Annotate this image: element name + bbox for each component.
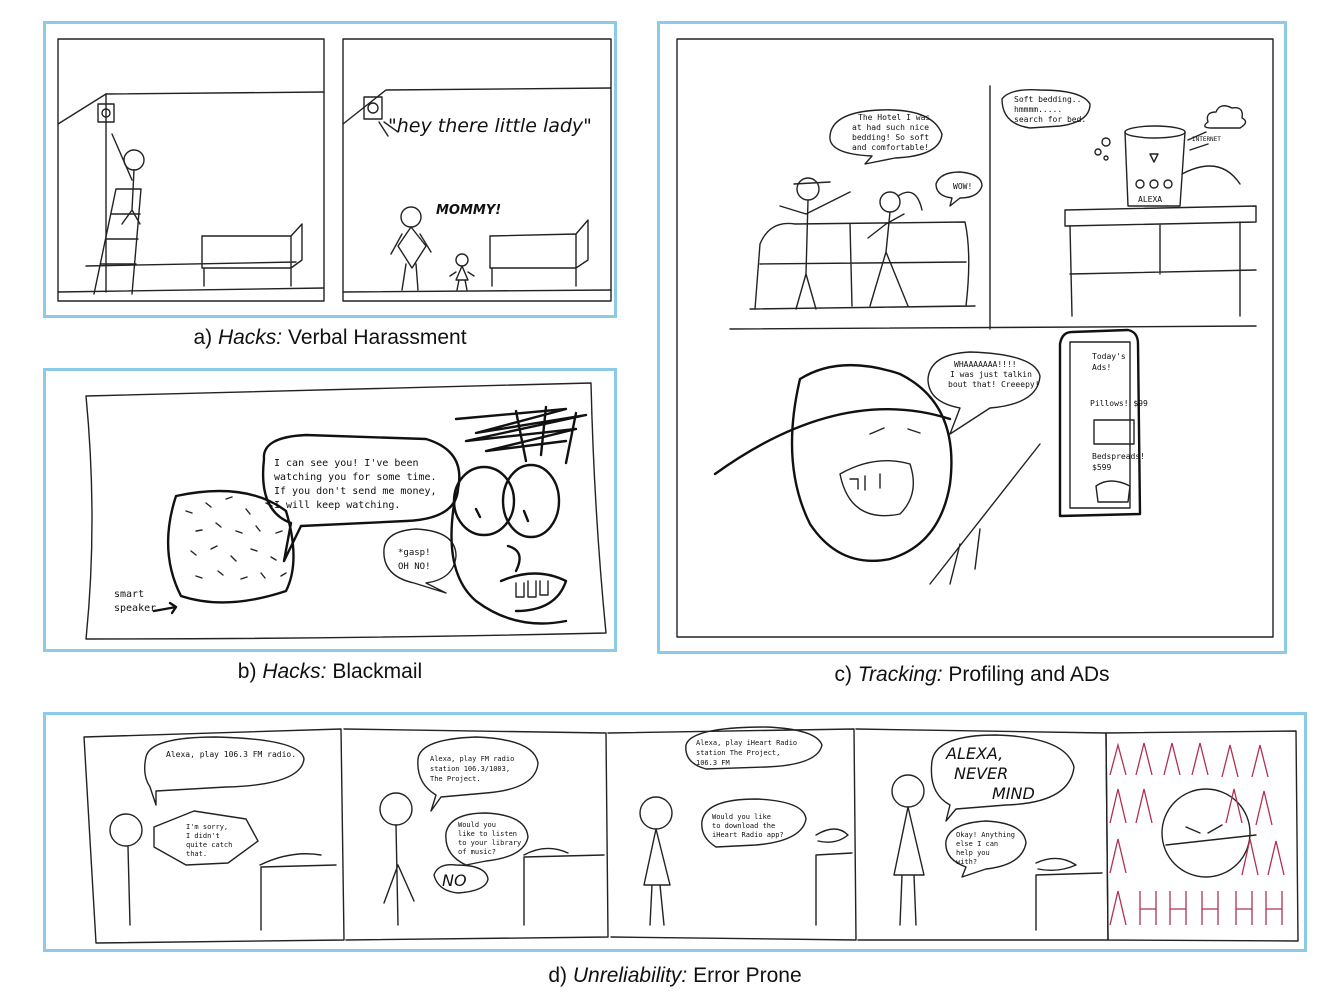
p2-request-2: station 106.3/1003,: [430, 765, 510, 773]
smart-speaker-label-1: smart: [114, 589, 144, 600]
sketch-a: "hey there little lady" MOMMY!: [57, 38, 612, 302]
p1-response-4: that.: [186, 850, 207, 858]
caption-a-category: Hacks:: [217, 326, 283, 349]
blackmail-line-1: I can see you! I've been: [274, 458, 419, 469]
sketch-d: Alexa, play 106.3 FM radio. I'm sorry, I…: [83, 726, 1299, 944]
panel-a-verbal-harassment: "hey there little lady" MOMMY!: [43, 21, 617, 318]
p4-response-2: else I can: [956, 840, 998, 848]
ads-title-line-2: Ads!: [1092, 363, 1111, 372]
caption-b-category: Hacks:: [262, 660, 327, 683]
p2-response-3: to your library: [458, 839, 521, 847]
caption-a-title: Verbal Harassment: [282, 326, 467, 349]
p4-request-3: MIND: [992, 784, 1035, 803]
p2-request-3: The Project.: [430, 775, 481, 783]
p3-response-2: to download the: [712, 822, 775, 830]
internet-label: INTERNET: [1192, 136, 1221, 143]
p2-response-4: of music?: [458, 848, 496, 856]
p4-response-4: with?: [956, 858, 977, 866]
caption-a: a) Hacks: Verbal Harassment: [43, 326, 617, 350]
blackmail-line-2: watching you for some time.: [274, 472, 437, 483]
scream-line-2: I was just talkin: [950, 370, 1032, 379]
blackmail-line-4: I will keep watching.: [274, 500, 400, 511]
ads-title-line-1: Today's: [1092, 352, 1126, 361]
caption-d-prefix: d): [548, 964, 573, 987]
p1-response-2: I didn't: [186, 832, 220, 840]
ad-bedspreads-line-1: Bedspreads!: [1092, 452, 1145, 461]
mommy-exclaim: MOMMY!: [436, 203, 501, 218]
p3-request-3: 106.3 FM: [696, 759, 730, 767]
hotel-line-3: bedding! So soft: [852, 133, 929, 142]
p1-request: Alexa, play 106.3 FM radio.: [166, 750, 296, 759]
caption-c-title: Profiling and ADs: [942, 663, 1110, 686]
p2-request-1: Alexa, play FM radio: [430, 755, 514, 763]
caption-c-prefix: c): [834, 663, 858, 686]
panel-b-blackmail: smart speaker I can see you! I've been w…: [43, 368, 617, 652]
p4-response-1: Okay! Anything: [956, 831, 1015, 839]
harasser-speech: "hey there little lady": [388, 115, 592, 137]
p4-request-1: ALEXA,: [945, 744, 1003, 763]
p2-response-2: like to listen: [458, 830, 517, 838]
caption-b-prefix: b): [237, 660, 263, 683]
p4-request-2: NEVER: [954, 764, 1008, 783]
caption-b-title: Blackmail: [326, 660, 423, 683]
hotel-line-4: and comfortable!: [852, 143, 929, 152]
thought-line-2: hmmmm.....: [1014, 105, 1062, 114]
panel-d-error-prone: Alexa, play 106.3 FM radio. I'm sorry, I…: [43, 712, 1307, 952]
p3-response-1: Would you like: [712, 813, 771, 821]
caption-c-category: Tracking:: [857, 663, 943, 686]
caption-a-prefix: a): [193, 326, 218, 349]
caption-d-title: Error Prone: [687, 964, 802, 987]
p2-response-1: Would you: [458, 821, 496, 829]
sketch-c: The Hotel I was at had such nice bedding…: [676, 38, 1274, 638]
panel-c-tracking: The Hotel I was at had such nice bedding…: [657, 21, 1287, 654]
hotel-line-2: at had such nice: [852, 123, 929, 132]
scream-marks: [1109, 742, 1285, 926]
p3-request-2: station The Project,: [696, 749, 780, 757]
gasp-line-2: OH NO!: [398, 562, 431, 572]
p3-response-3: iHeart Radio app?: [712, 831, 784, 839]
smart-speaker-label-2: speaker: [114, 603, 156, 614]
wow-exclaim: WOW!: [953, 182, 972, 191]
alexa-device-label: ALEXA: [1138, 195, 1162, 204]
scream-line-3: bout that! Creeepy!: [948, 380, 1040, 389]
p2-no: NO: [442, 871, 467, 890]
p3-request-1: Alexa, play iHeart Radio: [696, 739, 797, 747]
scream-line-1: WHAAAAAAA!!!!: [954, 360, 1017, 369]
p1-response-3: quite catch: [186, 841, 232, 849]
ad-bedspreads-line-2: $599: [1092, 463, 1111, 472]
caption-d: d) Unreliability: Error Prone: [43, 964, 1307, 988]
gasp-line-1: *gasp!: [398, 548, 431, 558]
sketch-b: smart speaker I can see you! I've been w…: [85, 382, 607, 640]
caption-d-category: Unreliability:: [572, 964, 688, 987]
p4-response-3: help you: [956, 849, 990, 857]
p1-response-1: I'm sorry,: [186, 823, 228, 831]
blackmail-line-3: If you don't send me money,: [274, 486, 437, 497]
caption-b: b) Hacks: Blackmail: [43, 660, 617, 684]
caption-c: c) Tracking: Profiling and ADs: [657, 663, 1287, 687]
thought-line-1: Soft bedding..: [1014, 95, 1081, 104]
